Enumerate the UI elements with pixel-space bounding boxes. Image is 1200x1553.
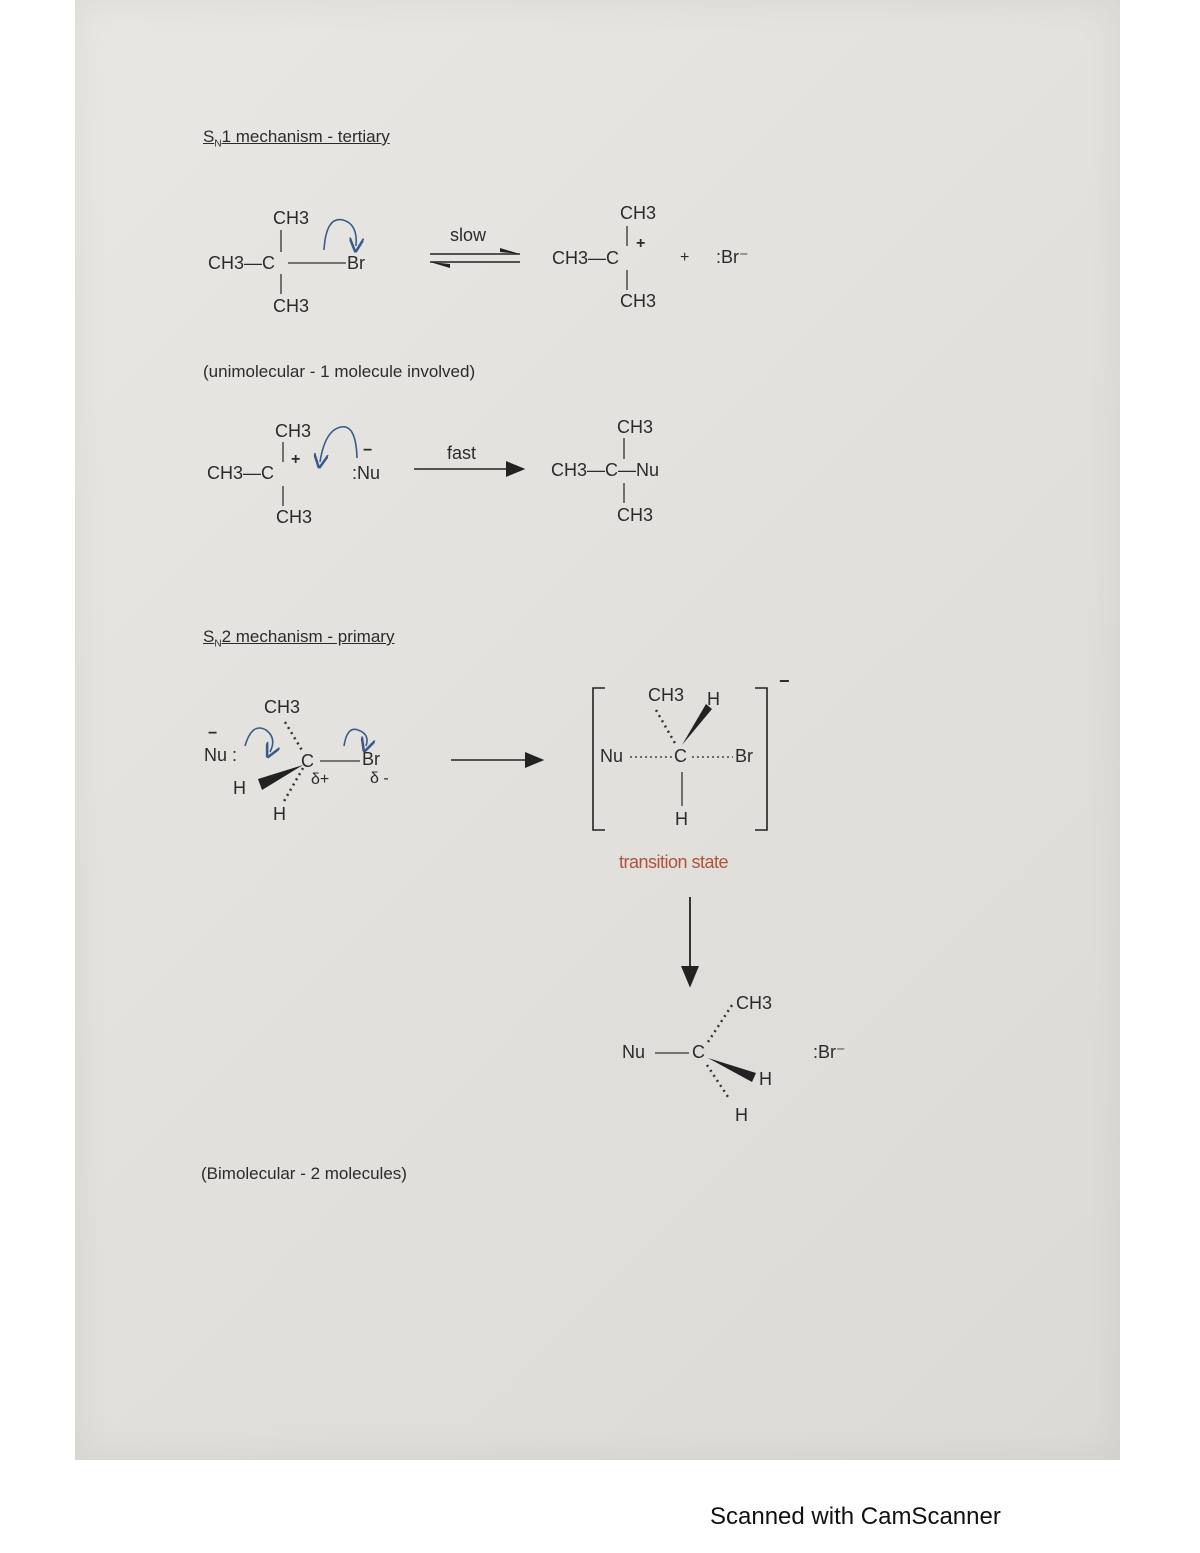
sn2-reactant-carbon: C [301,751,314,771]
sn1-plus-sign: + [680,249,690,266]
sn1-curly-arrow-2 [320,426,358,462]
sn1-reactant-bottom-ch3: CH3 [273,296,310,316]
ts-h-bottom: H [675,809,688,829]
sn2-nucleophile: Nu : [204,745,238,765]
ts-nu: Nu [600,746,624,766]
sn1-reactant-left: CH3—C [208,253,276,273]
sn1-heading-text: 1 mechanism - tertiary [221,127,390,146]
sn2-delta-plus: δ+ [311,771,330,788]
sn2-product-ch3: CH3 [736,993,773,1013]
sn2-product-h-bottom: H [735,1105,748,1125]
sn2-product-bonds [655,1001,756,1101]
sn2-heading-s: S [203,627,215,646]
ts-carbon: C [674,746,687,766]
sn2-reactant-bonds [258,721,360,804]
sn1-note: (unimolecular - 1 molecule involved) [203,362,476,381]
sn2-heading: SN2 mechanism - primary [203,628,394,649]
ts-brackets [592,687,768,831]
ts-h-top: H [707,689,720,709]
sn2-note: (Bimolecular - 2 molecules) [201,1164,407,1183]
sn1-fast-label: fast [447,443,477,463]
sn2-reactant-h-bottom: H [273,804,286,824]
sn1-reactant-bonds [280,230,346,294]
sn1-heading-sub: N [214,138,222,150]
equilibrium-arrows [430,248,520,268]
sn2-nucleophile-charge: − [208,725,218,742]
sn1-product-top-ch3: CH3 [620,203,657,223]
sn1-product2-top-ch3: CH3 [617,417,654,437]
sn2-reactant-bromine: Br [362,749,380,769]
ts-br: Br [735,746,753,766]
sn1-nucleophile-charge: − [363,442,373,459]
sn1-bromide-ion: :Br⁻ [716,247,749,267]
sn1-cation-charge: + [291,451,301,468]
sn2-product-h-right: H [759,1069,772,1089]
sn2-heading-text: 2 mechanism - primary [221,627,395,646]
sn1-cation-left: CH3—C [207,463,275,483]
ts-bonds [630,704,733,806]
sn2-product-carbon: C [692,1042,705,1062]
sn1-product2-bottom-ch3: CH3 [617,505,654,525]
scanned-page [75,0,1120,1460]
sn2-curly-arrow-2 [343,728,367,746]
sn1-heading: SN1 mechanism - tertiary [203,128,390,149]
scanner-watermark: Scanned with CamScanner [710,1503,1001,1530]
sn1-product-left: CH3—C [552,248,620,268]
sn1-heading-s: S [203,127,215,146]
sn2-heading-sub: N [214,638,222,650]
sn2-delta-minus: δ - [370,770,389,787]
ts-charge: − [779,671,790,691]
sn1-product-charge: + [636,235,646,252]
sn1-nucleophile: :Nu [352,463,381,483]
sn2-product-nu: Nu [622,1042,646,1062]
sn1-cation-top-ch3: CH3 [275,421,312,441]
sn1-product-bottom-ch3: CH3 [620,291,657,311]
sn1-product2-main: CH3—C—Nu [551,460,660,480]
ts-label: transition state [619,852,729,872]
ts-ch3: CH3 [648,685,685,705]
sn1-slow-label: slow [450,225,487,245]
sn1-curly-arrow-1 [323,218,356,250]
sn2-reactant-ch3: CH3 [264,697,301,717]
sn1-reactant-bromine: Br [347,253,365,273]
sn1-reactant-top-ch3: CH3 [273,208,310,228]
sn2-curly-arrow-1 [244,727,273,752]
sn2-reactant-h-left: H [233,778,246,798]
sn1-cation-bottom-ch3: CH3 [276,507,313,527]
sn1-step2-bonds [282,438,625,506]
sn2-bromide-ion: :Br⁻ [813,1042,846,1062]
